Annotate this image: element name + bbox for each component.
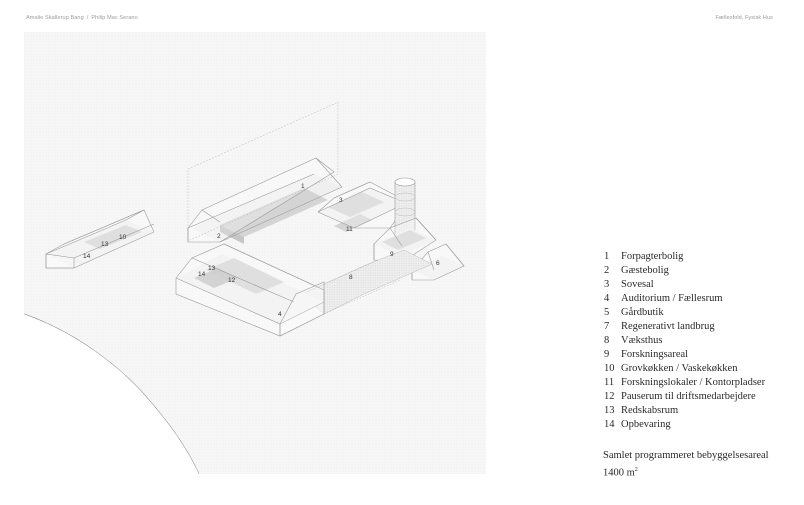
author-2: Philip Mac Serano xyxy=(91,15,138,21)
plan-label-4: 4 xyxy=(278,311,282,318)
legend-item: 7 Regenerativt landbrug xyxy=(604,320,765,334)
legend-num: 5 xyxy=(604,307,610,318)
total-area-label: Samlet programmeret bebyggelsesareal xyxy=(603,450,769,461)
legend-item: 8 Væksthus xyxy=(604,334,765,348)
plan-label-12: 12 xyxy=(228,277,236,284)
legend-num: 3 xyxy=(604,279,610,290)
legend-num: 13 xyxy=(604,405,615,416)
legend-label: Forskningsareal xyxy=(621,349,689,360)
isometric-site-plan: 1 2 3 4 6 8 9 10 11 12 13 13 14 14 xyxy=(24,32,486,474)
legend-label: Sovesal xyxy=(621,279,654,290)
legend-item: 5 Gårdbutik xyxy=(604,306,765,320)
legend-item: 2 Gæstebolig xyxy=(604,264,765,278)
legend-label: Regenerativt landbrug xyxy=(621,321,715,332)
legend-label: Væksthus xyxy=(621,335,663,346)
total-area-value: 1400 m xyxy=(603,467,635,479)
legend-num: 8 xyxy=(604,335,610,346)
plan-label-10: 10 xyxy=(119,234,127,241)
plan-label-1: 1 xyxy=(301,183,305,190)
legend-label: Auditorium / Fællesrum xyxy=(621,293,723,304)
program-legend: 1 Forpagterbolig 2 Gæstebolig 3 Sovesal 4 Au… xyxy=(604,250,765,432)
plan-label-6: 6 xyxy=(436,260,440,267)
authors-header: Amalie Skallerup Bang/Philip Mac Serano xyxy=(26,15,138,21)
legend-label: Gårdbutik xyxy=(621,307,664,318)
legend-item: 10 Grovkøkken / Vaskekøkken xyxy=(604,362,765,376)
legend-label: Gæstebolig xyxy=(621,265,669,276)
building-farmshop xyxy=(411,243,465,281)
total-area-unit: 2 xyxy=(634,467,638,473)
author-separator: / xyxy=(86,15,89,21)
building-shed-left xyxy=(45,209,155,269)
legend-item: 4 Auditorium / Fællesrum xyxy=(604,292,765,306)
plan-label-14-south: 14 xyxy=(198,271,206,278)
building-wing-south xyxy=(175,243,325,337)
legend-item: 12 Pauserum til driftsmedarbejdere xyxy=(604,390,765,404)
legend-item: 11 Forskningslokaler / Kontorpladser xyxy=(604,376,765,390)
legend-num: 14 xyxy=(604,419,615,430)
legend-num: 9 xyxy=(604,349,610,360)
total-area: Samlet programmeret bebyggelsesareal 140… xyxy=(603,449,769,481)
legend-item: 9 Forskningsareal xyxy=(604,348,765,362)
author-1: Amalie Skallerup Bang xyxy=(26,15,84,21)
legend-num: 11 xyxy=(604,377,615,388)
legend-label: Forpagterbolig xyxy=(621,251,684,262)
river-bank xyxy=(24,314,199,474)
section-header: Fællesfold, Fysisk Hus xyxy=(715,15,773,21)
legend-item: 14 Opbevaring xyxy=(604,418,765,432)
legend-num: 2 xyxy=(604,265,610,276)
legend-num: 7 xyxy=(604,321,610,332)
legend-label: Opbevaring xyxy=(621,419,671,430)
legend-label: Grovkøkken / Vaskekøkken xyxy=(621,363,738,374)
legend-num: 1 xyxy=(604,251,610,262)
legend-item: 1 Forpagterbolig xyxy=(604,250,765,264)
plan-label-13-west: 13 xyxy=(101,241,109,248)
legend-num: 12 xyxy=(604,391,615,402)
legend-num: 10 xyxy=(604,363,615,374)
plan-label-13-north: 13 xyxy=(208,265,216,272)
legend-num: 4 xyxy=(604,293,610,304)
legend-label: Forskningslokaler / Kontorpladser xyxy=(621,377,766,388)
plan-label-2: 2 xyxy=(217,233,221,240)
plan-label-11: 11 xyxy=(346,226,353,233)
legend-item: 13 Redskabsrum xyxy=(604,404,765,418)
legend-label: Redskabsrum xyxy=(621,405,679,416)
total-area-value-line: 1400 m2 xyxy=(603,463,769,481)
plan-label-14-west: 14 xyxy=(83,253,91,260)
plan-label-8: 8 xyxy=(349,274,353,281)
building-wing-east xyxy=(317,181,409,232)
building-research xyxy=(373,217,437,263)
building-wing-north xyxy=(187,101,343,244)
legend-label: Pauserum til driftsmedarbejdere xyxy=(621,391,756,402)
legend-item: 3 Sovesal xyxy=(604,278,765,292)
plan-label-9: 9 xyxy=(390,251,394,258)
plan-label-3: 3 xyxy=(339,197,343,204)
